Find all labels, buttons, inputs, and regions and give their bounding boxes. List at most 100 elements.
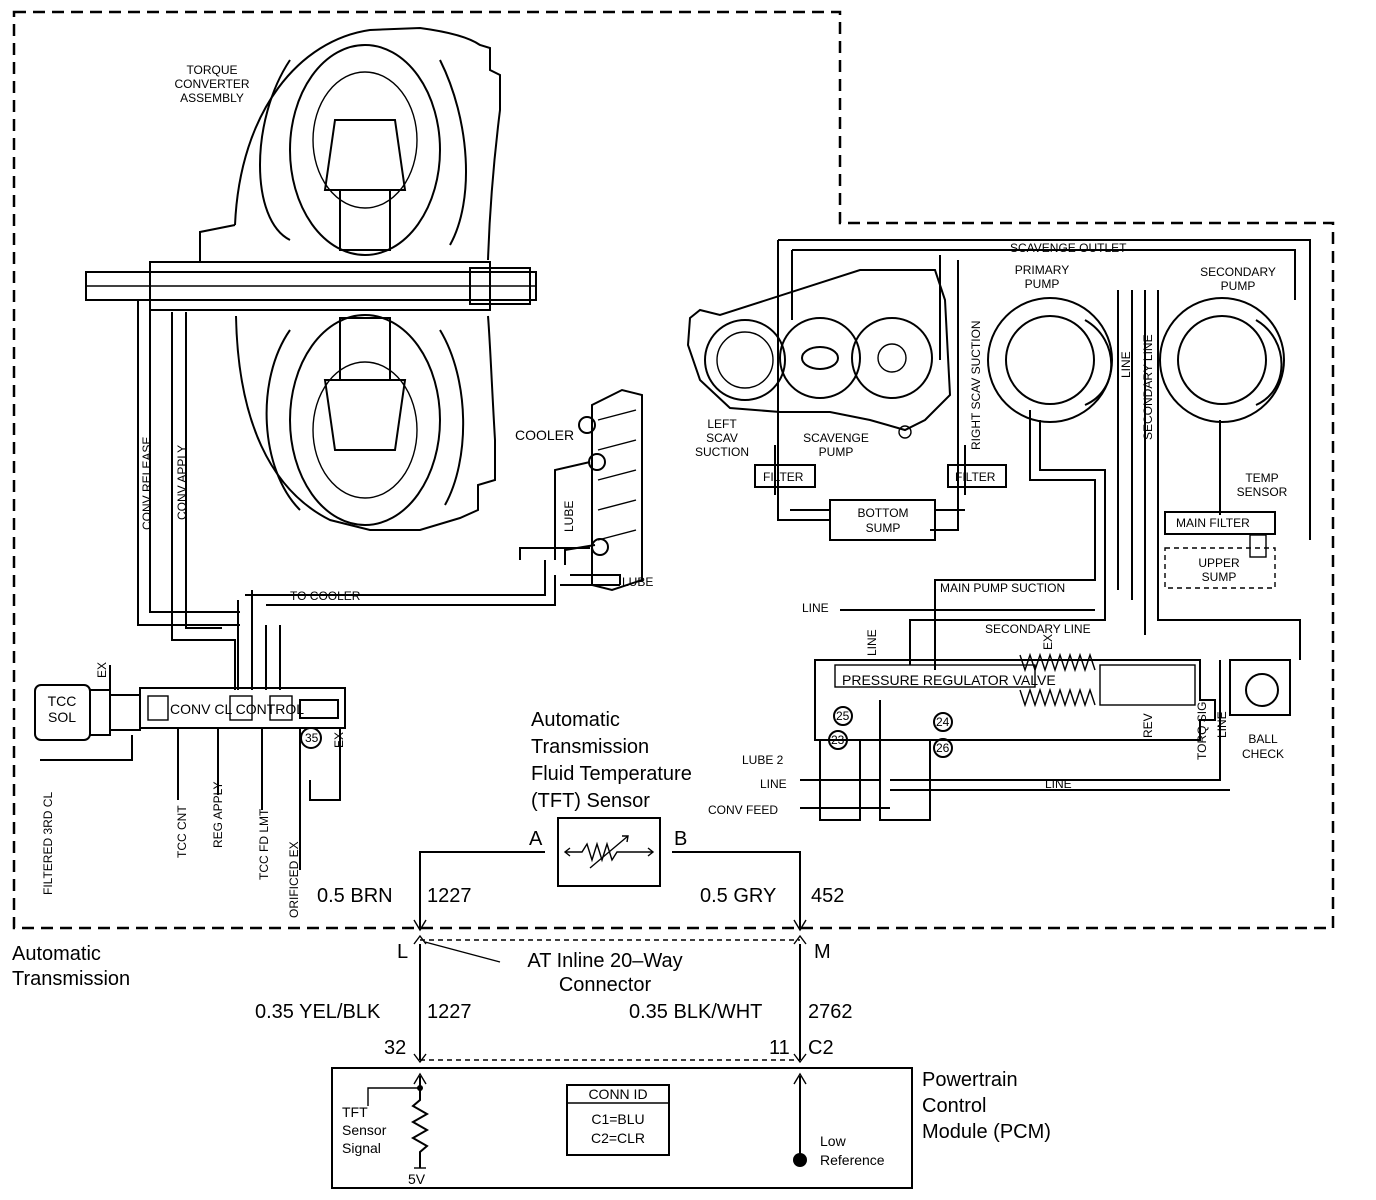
pcm-box (331, 1067, 913, 1189)
pcm-signal-circuit (367, 1072, 430, 1169)
scavenge-outlet-passage (777, 239, 1311, 540)
to-cooler-label: TO COOLER (290, 589, 361, 603)
tft-sensor-box (557, 817, 661, 887)
pressure-regulator-valve (814, 652, 1291, 821)
inline-connector (413, 934, 807, 963)
wire-m-color: 0.35 BLK/WHT (629, 1001, 762, 1023)
pin-a-label: A (529, 828, 543, 850)
reg-apply-label: REG APPLY (211, 782, 225, 848)
cooler-label: COOLER (515, 427, 574, 443)
ex-label-valve: EX (332, 732, 346, 748)
conv-release-label: CONV RELEASE (140, 437, 154, 530)
pump-passages (774, 290, 1301, 809)
upper-sump (1164, 547, 1276, 589)
pcm-connector-label: C2 (808, 1037, 834, 1059)
ball-35-label: 35 (305, 731, 319, 745)
primary-pump (987, 297, 1113, 423)
pcm-pin-11-label: 11 (769, 1037, 790, 1059)
ex-label-tcc: EX (95, 662, 109, 678)
ball-24-label: 24 (936, 715, 950, 729)
bottom-sump (829, 499, 936, 541)
wire-a-circuit: 1227 (427, 885, 472, 907)
ex-label-regulator: EX (1041, 634, 1055, 650)
right-scav-suction-label: RIGHT SCAV SUCTION (969, 320, 983, 450)
ball-25-label: 25 (836, 709, 850, 723)
pressure-regulator-valve-label: PRESSURE REGULATOR VALVE (842, 672, 1056, 688)
ball-26-label: 26 (936, 741, 950, 755)
thermistor-symbol (563, 835, 655, 869)
wire-l-color: 0.35 YEL/BLK (255, 1001, 381, 1023)
main-filter-label: MAIN FILTER (1176, 516, 1250, 530)
line-label-lower: LINE (760, 777, 787, 791)
conv-feed-label: CONV FEED (708, 803, 778, 817)
line-label-right: LINE (1215, 711, 1229, 738)
filter-label-left: FILTER (763, 470, 804, 484)
conn-id-c2: C2=CLR (591, 1130, 645, 1146)
wire-m-circuit: 2762 (808, 1001, 853, 1023)
pcm-pin-32-label: 32 (384, 1037, 406, 1059)
secondary-line-label: SECONDARY LINE (985, 622, 1091, 636)
lube-label-return: LUBE (622, 575, 653, 589)
wire-l-circuit: 1227 (427, 1001, 472, 1023)
wire-a-color: 0.5 BRN (317, 885, 393, 907)
right-filter (947, 464, 1007, 488)
left-filter (754, 464, 816, 488)
conn-id-box (566, 1084, 670, 1156)
conv-cl-control-valve (139, 687, 346, 870)
five-v-label: 5V (408, 1171, 426, 1187)
tcc-cnt-label: TCC CNT (175, 805, 189, 858)
lube-2-label: LUBE 2 (742, 753, 784, 767)
rev-label: REV (1141, 713, 1155, 738)
line-label-left: LINE (802, 601, 829, 615)
lube-label-cooler: LUBE (562, 501, 576, 532)
temp-sensor-body (1249, 534, 1267, 558)
pcm-connector (413, 1053, 807, 1064)
filtered-3rd-cl-label: FILTERED 3RD CL (41, 792, 55, 895)
wire-b-circuit: 452 (811, 885, 844, 907)
pin-m-label: M (814, 941, 831, 963)
line-label-bottom: LINE (1045, 777, 1072, 791)
conn-id-c1: C1=BLU (591, 1111, 644, 1127)
transmission-boundary (12, 10, 1335, 930)
conn-id-title: CONN ID (588, 1086, 647, 1102)
scavenge-gears (686, 269, 952, 439)
wire-b (672, 851, 807, 932)
wire-b-color: 0.5 GRY (700, 885, 776, 907)
tcc-fd-lmt-label: TCC FD LMT (257, 808, 271, 880)
pcm-low-reference (793, 1072, 807, 1167)
torq-sig-label: TORQ SIG (1195, 702, 1209, 760)
orificed-ex-label: ORIFICED EX (287, 841, 301, 918)
line-label-vertical: LINE (865, 629, 879, 656)
main-pump-suction-label: MAIN PUMP SUCTION (940, 581, 1065, 595)
scavenge-outlet-label: SCAVENGE OUTLET (1010, 241, 1127, 255)
ball-23-label: 23 (831, 733, 845, 747)
input-shaft (85, 261, 537, 311)
torque-converter (199, 26, 501, 531)
conv-apply-label: CONV APPLY (175, 445, 189, 520)
tcc-solenoid (34, 665, 141, 761)
wire-a (413, 851, 545, 932)
line-label-primary: LINE (1119, 351, 1133, 378)
secondary-pump (1159, 297, 1285, 423)
pin-l-label: L (397, 941, 408, 963)
cooler (519, 388, 643, 592)
converter-passages (137, 300, 556, 690)
